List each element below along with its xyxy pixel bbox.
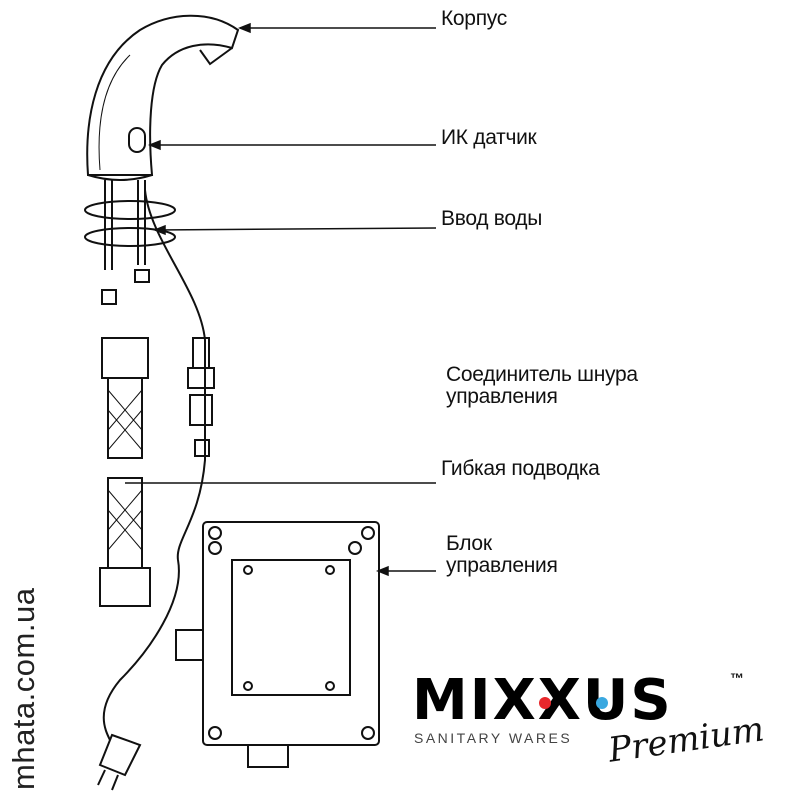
leader-lines — [125, 22, 437, 577]
logo-trademark: ™ — [730, 670, 744, 686]
red-dot-icon — [539, 697, 551, 709]
mixxus-logo: MIXXUS ™ SANITARY WARES Premium — [412, 668, 800, 788]
power-plug — [97, 733, 142, 791]
label-control-unit-line2: управления — [446, 554, 558, 577]
control-cable — [102, 189, 206, 741]
label-water-inlet: Ввод воды — [441, 207, 543, 230]
label-ir-sensor: ИК датчик — [441, 126, 537, 149]
label-flex-hose: Гибкая подводка — [441, 457, 600, 480]
label-control-unit-line1: Блок — [446, 532, 492, 555]
logo-dots — [539, 697, 608, 709]
cable-connector — [187, 337, 215, 457]
faucet-body — [86, 14, 240, 181]
flexible-hose — [99, 337, 151, 607]
label-body: Корпус — [441, 7, 507, 30]
logo-tagline: SANITARY WARES — [414, 730, 573, 746]
blue-dot-icon — [596, 697, 608, 709]
label-connector-line1: Соединитель шнура — [446, 363, 638, 386]
ir-sensor-window — [128, 127, 146, 153]
watermark: mhata.com.ua — [6, 587, 41, 790]
control-box — [175, 521, 380, 768]
label-connector-line2: управления — [446, 385, 558, 408]
mounting-studs — [84, 180, 176, 305]
